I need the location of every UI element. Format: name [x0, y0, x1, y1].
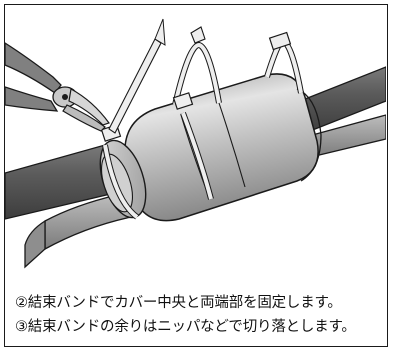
nipper-pliers-icon — [5, 42, 110, 132]
cable-tie-icon — [264, 31, 304, 94]
instruction-step-3: ③結束バンドの余りはニッパなどで切り落とします。 — [15, 319, 356, 335]
instruction-caption: ②結束バンドでカバー中央と両端部を固定します。 ③結束バンドの余りはニッパなどで… — [15, 291, 381, 339]
instruction-panel: ②結束バンドでカバー中央と両端部を固定します。 ③結束バンドの余りはニッパなどで… — [4, 4, 388, 347]
cable-tie-icon — [100, 18, 166, 220]
cable-tie-icon — [172, 26, 222, 200]
instruction-step-2: ②結束バンドでカバー中央と両端部を固定します。 — [15, 295, 342, 311]
cable-cover-illustration — [5, 18, 386, 269]
cable-left-lower — [24, 194, 133, 269]
